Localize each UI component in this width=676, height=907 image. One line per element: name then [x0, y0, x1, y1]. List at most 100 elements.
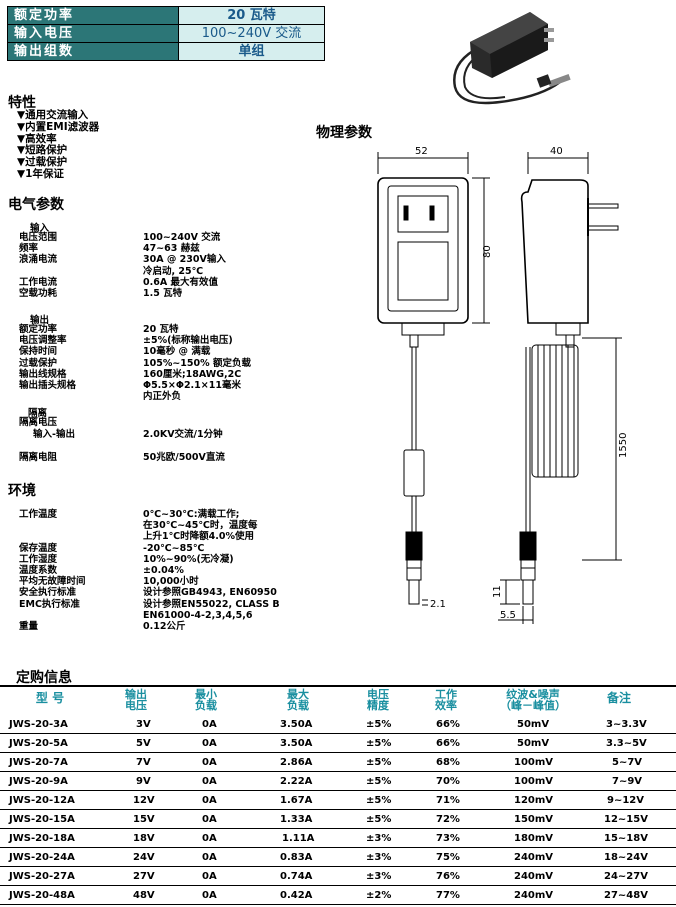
col-output-voltage: 输出 电压: [125, 688, 147, 712]
cell-remark: 24~27V: [604, 871, 648, 882]
cell-ripple: 120mV: [514, 795, 554, 806]
spec-label: 电压调整率: [19, 335, 67, 347]
spec-label: 浪涌电流: [19, 254, 58, 266]
spec-label: 重量: [19, 620, 39, 632]
isolation-io-value: 2.0KV交流/1分钟: [143, 429, 223, 440]
order-title: 定购信息: [16, 670, 72, 686]
spec-value: 1.5 瓦特: [143, 288, 183, 300]
dim-cable: 1550: [618, 433, 629, 458]
spec-value: 0.6A 最大有效值: [143, 276, 218, 288]
cell-efficiency: 77%: [436, 890, 460, 901]
cell-efficiency: 73%: [436, 833, 460, 844]
cell-max-load: 0.74A: [280, 871, 313, 882]
cell-max-load: 0.83A: [280, 852, 313, 863]
cell-remark: 15~18V: [604, 833, 648, 844]
cell-min-load: 0A: [202, 776, 217, 787]
cell-accuracy: ±5%: [366, 719, 392, 730]
spec-value: 100~240V 交流: [143, 232, 221, 243]
spec-label: 安全执行标准: [19, 587, 77, 599]
cell-ripple: 240mV: [514, 852, 554, 863]
physical-title: 物理参数: [316, 125, 372, 141]
table-row: JWS-20-24A 24V 0A 0.83A ±3% 75% 240mV 18…: [0, 848, 676, 867]
cell-remark: 27~48V: [604, 890, 648, 901]
spec-label: 空载功耗: [19, 288, 58, 299]
cell-efficiency: 68%: [436, 757, 460, 768]
cell-max-load: 1.67A: [280, 795, 313, 806]
cell-efficiency: 66%: [436, 719, 460, 730]
cell-max-load: 3.50A: [280, 719, 313, 730]
cell-accuracy: ±5%: [366, 738, 392, 749]
dim-depth: 40: [550, 146, 563, 157]
spec-label: [19, 531, 86, 542]
spec-value: Φ5.5×Φ2.1×11毫米: [143, 380, 241, 392]
col-voltage-accuracy: 电压 精度: [367, 688, 389, 712]
spec-value: 10,000小时: [143, 576, 199, 588]
cell-efficiency: 72%: [436, 814, 460, 825]
cell-accuracy: ±3%: [366, 833, 392, 844]
spec-value: 10毫秒 @ 满载: [143, 346, 211, 358]
table-row: JWS-20-27A 27V 0A 0.74A ±3% 76% 240mV 24…: [0, 867, 676, 886]
isolation-subtitle: 隔离: [28, 408, 48, 419]
cell-min-load: 0A: [202, 738, 217, 749]
spec-label: 工作湿度: [19, 553, 58, 565]
cell-max-load: 2.22A: [280, 776, 313, 787]
table-row: JWS-20-15A 15V 0A 1.33A ±5% 72% 150mV 12…: [0, 810, 676, 829]
spec-label: 输出线规格: [19, 368, 67, 380]
spec-value: 0.12公斤: [143, 621, 186, 633]
cell-max-load: 3.50A: [280, 738, 313, 749]
env-labels: 工作温度 保存温度 工作湿度 温度系数 平均无故障时间 安全执行标准 EMC执行…: [19, 509, 86, 632]
summary-value: 20 瓦特: [178, 6, 325, 25]
cell-ripple: 50mV: [517, 738, 550, 749]
cell-min-load: 0A: [202, 795, 217, 806]
cell-min-load: 0A: [202, 833, 217, 844]
spec-label: 过载保护: [19, 357, 58, 369]
output-spec-values: 20 瓦特 ±5%(标称输出电压) 10毫秒 @ 满载 105%~150% 额定…: [143, 324, 251, 402]
isolation-res-label: 隔离电阻: [19, 452, 58, 463]
summary-value: 100~240V 交流: [178, 24, 325, 43]
cell-ripple: 180mV: [514, 833, 554, 844]
dim-plug-length: 11: [492, 585, 503, 598]
feature-item: ▼1年保证: [17, 167, 64, 180]
environment-title: 环境: [8, 483, 36, 499]
spec-value: ±0.04%: [143, 565, 184, 577]
cell-remark: 12~15V: [604, 814, 648, 825]
cell-model: JWS-20-9A: [9, 776, 68, 787]
cell-max-load: 0.42A: [280, 890, 313, 901]
cell-efficiency: 75%: [436, 852, 460, 863]
spec-label: 频率: [19, 243, 39, 255]
col-ripple-noise: 纹波&噪声 （峰－峰值）: [500, 688, 566, 712]
col-efficiency: 工作 效率: [435, 688, 457, 712]
cell-model: JWS-20-3A: [9, 719, 68, 730]
cell-model: JWS-20-5A: [9, 738, 68, 749]
spec-label: 工作温度: [19, 509, 58, 520]
cell-model: JWS-20-18A: [9, 833, 75, 844]
env-values: 0℃~30℃:满载工作; 在30℃~45℃时，温度每 上升1℃时降额4.0%使用…: [143, 509, 280, 632]
output-subtitle: 输出: [30, 315, 50, 326]
spec-label: EMC执行标准: [19, 598, 80, 610]
spec-value: 设计参照GB4943, EN60950: [143, 587, 277, 599]
cell-voltage: 24V: [133, 852, 155, 863]
cell-model: JWS-20-24A: [9, 852, 75, 863]
cell-ripple: 240mV: [514, 871, 554, 882]
spec-label: 保持时间: [19, 346, 58, 358]
table-row: JWS-20-48A 48V 0A 0.42A ±2% 77% 240mV 27…: [0, 886, 676, 905]
feature-item: ▼短路保护: [17, 144, 68, 157]
spec-value: 冷启动, 25℃: [143, 265, 204, 277]
cell-ripple: 100mV: [514, 776, 554, 787]
isolation-voltage-label: 隔离电压: [19, 417, 58, 428]
cell-voltage: 12V: [133, 795, 155, 806]
input-subtitle: 输入: [30, 223, 50, 234]
spec-label: 保存温度: [19, 542, 58, 554]
spec-value: 20 瓦特: [143, 324, 179, 335]
cell-remark: 7~9V: [612, 776, 643, 787]
cell-max-load: 2.86A: [280, 757, 313, 768]
col-model: 型 号: [35, 691, 65, 705]
cell-efficiency: 70%: [436, 776, 460, 787]
spec-label: 工作电流: [19, 276, 58, 288]
cell-model: JWS-20-27A: [9, 871, 75, 882]
spec-value: 105%~150% 额定负载: [143, 357, 251, 369]
cell-min-load: 0A: [202, 814, 217, 825]
cell-remark: 3.3~5V: [606, 738, 647, 749]
spec-value: 47~63 赫兹: [143, 243, 200, 255]
spec-summary-table: 额定功率 20 瓦特 输入电压 100~240V 交流 输出组数 单组: [7, 6, 325, 61]
